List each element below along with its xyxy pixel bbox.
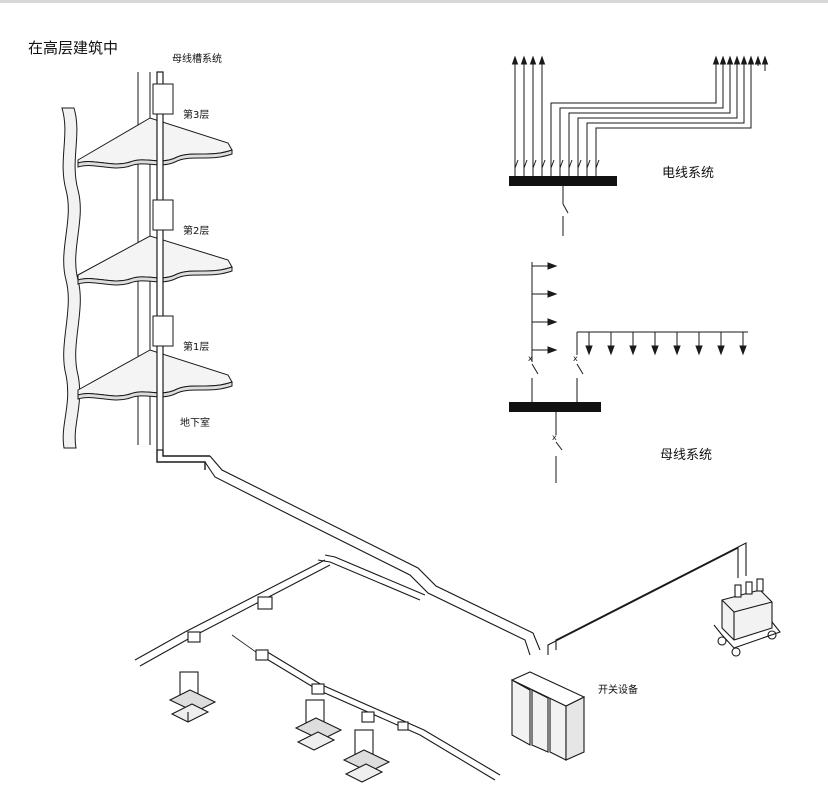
breaker-mark: [568, 159, 573, 169]
trunk-busway: [204, 455, 541, 656]
arrow-up-icon: [761, 55, 769, 65]
breaker-x-mark: x: [528, 354, 533, 363]
cable-conductor: [595, 62, 752, 168]
cable-feed: [562, 186, 569, 236]
building-section: [61, 71, 233, 470]
arrow-up-icon: [747, 55, 755, 65]
factory-busway-layout: [134, 455, 781, 783]
machine-1: [168, 671, 217, 723]
floor-3-label: 第3层: [183, 108, 209, 121]
arrow-down-icon: [717, 345, 725, 356]
arrow-down-icon: [651, 345, 659, 356]
cable-conductor: [577, 62, 738, 168]
breaker-mark: [523, 159, 528, 169]
machine-3: [342, 729, 391, 783]
breaker-mark: [541, 159, 546, 169]
cable-conductor: [550, 62, 717, 168]
cable-system-label: 电线系统: [662, 166, 714, 181]
floor-plate-1: [77, 349, 233, 401]
busbar-feed: x: [552, 412, 563, 483]
branch-left-upper: [317, 554, 426, 601]
floor-2-label: 第2层: [183, 224, 209, 237]
floor-1-label: 第1层: [183, 340, 209, 353]
branch-left: [134, 559, 331, 667]
breaker-blade: [576, 363, 584, 375]
busway-system-label: 母线槽系统: [172, 52, 222, 65]
arrow-down-icon: [607, 345, 615, 356]
switchgear-cabinets: [510, 671, 586, 761]
arrow-up-icon: [754, 55, 762, 65]
arrow-up-icon: [538, 55, 546, 65]
tap-box-2: [187, 631, 201, 643]
tap-box-6: [397, 721, 409, 731]
plug-in-box-2: [152, 199, 174, 231]
arrow-down-icon: [695, 345, 703, 356]
breaker-mark: [586, 159, 591, 169]
floor-plate-3: [77, 117, 233, 169]
cable-conductor: [586, 62, 745, 168]
busway-riser: [156, 71, 164, 451]
arrow-up-icon: [719, 55, 727, 65]
breaker-mark: [514, 159, 519, 169]
breaker-mark: [595, 159, 600, 169]
floor-plate-2: [77, 235, 233, 286]
left-wall: [61, 107, 81, 449]
breaker-mark: [559, 159, 564, 169]
cable-system-diagram: [511, 55, 769, 176]
arrow-down-icon: [629, 345, 637, 356]
arrow-up-icon: [726, 55, 734, 65]
arrow-up-icon: [520, 55, 528, 65]
breaker-mark: [532, 159, 537, 169]
cable-main-bar: [509, 176, 617, 186]
breaker-mark: [577, 159, 582, 169]
cable-conductor: [559, 62, 724, 168]
branch-to-transformer: [547, 542, 747, 655]
arrow-right-icon: [547, 290, 558, 298]
arrow-up-icon: [712, 55, 720, 65]
breaker-mark: [550, 159, 555, 169]
arrow-right-icon: [547, 262, 558, 270]
arrow-right-icon: [547, 346, 558, 354]
arrow-down-icon: [739, 345, 747, 356]
tap-box-4: [311, 683, 325, 695]
arrow-up-icon: [511, 55, 519, 65]
switchgear-label: 开关设备: [598, 683, 638, 696]
tap-box-3: [255, 649, 269, 661]
top-border: [0, 0, 828, 3]
plug-in-box-1: [152, 315, 174, 347]
arrow-down-icon: [673, 345, 681, 356]
machine-2: [294, 699, 343, 751]
svg-text:x: x: [552, 433, 557, 442]
tap-box-5: [361, 711, 375, 723]
tap-box-1: [257, 596, 273, 610]
diagram-title: 在高层建筑中: [28, 39, 118, 57]
cable-conductor: [568, 62, 731, 168]
arrow-right-icon: [547, 318, 558, 326]
basement-label: 地下室: [180, 416, 210, 429]
busbar-main-bar: [509, 402, 601, 412]
basement-busway: [156, 450, 210, 470]
arrow-up-icon: [529, 55, 537, 65]
plug-in-box-3: [152, 83, 174, 115]
breaker-x-mark: x: [573, 354, 578, 363]
arrow-up-icon: [740, 55, 748, 65]
busbar-system-label: 母线系统: [660, 448, 712, 463]
breaker-blade: [531, 363, 539, 375]
arrow-down-icon: [585, 345, 593, 356]
transformer: [713, 578, 781, 657]
arrow-up-icon: [733, 55, 741, 65]
